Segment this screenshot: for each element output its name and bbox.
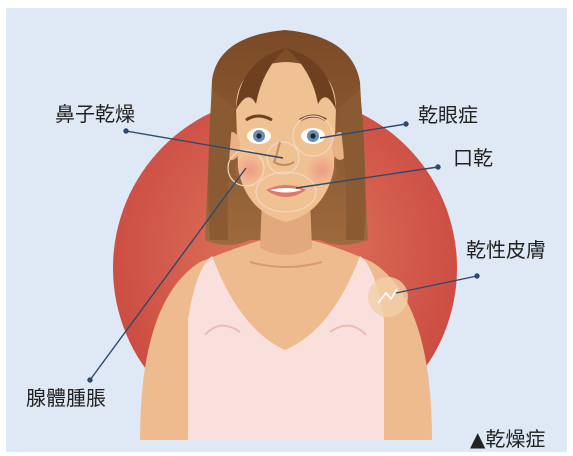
- figure-caption: ▲乾燥症: [470, 429, 545, 449]
- skin-highlight: [368, 277, 408, 317]
- label-gland-swelling: 腺體腫脹: [26, 388, 106, 408]
- label-dry-eye: 乾眼症: [418, 105, 478, 125]
- label-dry-skin: 乾性皮膚: [466, 240, 546, 260]
- label-dry-mouth: 口乾: [453, 148, 493, 168]
- label-nasal-dryness: 鼻子乾燥: [55, 104, 135, 124]
